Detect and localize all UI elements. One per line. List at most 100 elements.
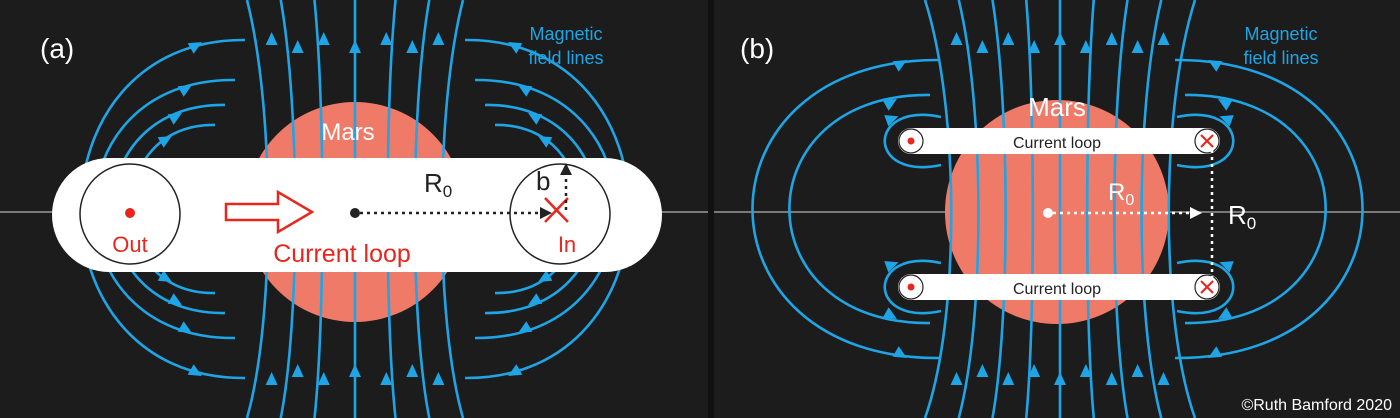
panel-b-field-arrow-icon (1105, 372, 1118, 385)
panel-b-field-arrow-icon (882, 307, 897, 319)
panel-a-field-arrow-icon (406, 364, 419, 377)
panel-a-current-direction-arrow (224, 189, 315, 235)
panel-b-field-arrow-icon (1028, 40, 1041, 53)
panel-b-field-arrow-icon (950, 32, 963, 45)
panel-a-loop-label: Current loop (273, 240, 411, 268)
panel-b-field-line (1176, 113, 1235, 169)
panel-b-field-line (1024, 0, 1035, 418)
panel-b-bottom-out-dot-icon (907, 283, 915, 291)
panel-a-in-cross-icon (544, 197, 569, 223)
panel-a-out-label: Out (112, 232, 147, 257)
panel-a-field-arrow-icon (508, 364, 523, 376)
panel-b-field-line (1174, 58, 1364, 360)
panel-b-field-line (1085, 0, 1096, 418)
panel-b-field-arrow-icon (1054, 32, 1066, 45)
panel-b-legend-line2: field lines (1243, 48, 1318, 68)
panel-a-field-arrow-icon (167, 293, 182, 305)
panel-a-field-arrow-icon (291, 40, 304, 53)
panel-b-field-line (1113, 0, 1129, 418)
panel-a-in-label: In (558, 232, 576, 257)
panel-b-field-arrow-icon (1208, 60, 1223, 72)
panel-b-field-arrow-icon (1157, 32, 1170, 45)
panel-b-center-dot (1043, 208, 1053, 218)
panel-a-legend-line2: field lines (528, 48, 603, 68)
panel-a-field-arrow-icon (538, 270, 553, 282)
panel-a-field-arrow-icon (265, 32, 278, 45)
panel-a-field-arrow-icon (528, 113, 543, 125)
panel-a-field-arrow-icon (157, 136, 172, 148)
panel-b-field-arrow-icon (1157, 372, 1170, 385)
panel-b-field-arrow-icon (1218, 99, 1233, 111)
panel-b-top-out-dot-icon (907, 137, 915, 145)
panel-b-field-arrow-icon (1219, 115, 1234, 127)
panel-b-mars-label: Mars (1028, 92, 1086, 122)
panel-divider (708, 0, 714, 418)
panel-a-r0-label: R0 (424, 168, 452, 201)
credit-text: ©Ruth Bamford 2020 (1241, 397, 1392, 414)
panel-a-field-arrow-icon (432, 32, 445, 45)
panel-a-field-arrow-icon (157, 270, 172, 282)
panel-b-field-line (883, 113, 942, 169)
panel-b-field-arrow-icon (976, 40, 989, 53)
panel-a-field-arrow-icon (317, 32, 330, 45)
panel-b-field-line (1140, 0, 1163, 418)
panel-b-bottom-loop-label: Current loop (1013, 281, 1101, 298)
panel-b-field-line (1184, 93, 1327, 325)
panel-a-field-arrow-icon (349, 364, 361, 377)
panel-b-field-arrow-icon (1002, 372, 1015, 385)
panel-b-field-line (788, 93, 931, 325)
panel-b-field-arrow-icon (1028, 364, 1041, 377)
panel-b-field-arrow-icon (892, 346, 907, 358)
panel-a-label: (a) (40, 33, 74, 64)
panel-a-center-dot (350, 208, 360, 218)
panel-a-field-arrow-icon (187, 364, 202, 376)
panel-a-field-arrow-icon (538, 136, 553, 148)
panel-a-b-arrowhead (560, 163, 572, 175)
panel-a-field-arrow-icon (187, 42, 202, 54)
panel-b-field-arrow-icon (1131, 40, 1144, 53)
panel-a-field-arrow-icon (380, 372, 393, 385)
panel-a-field-arrow-icon (177, 85, 192, 97)
panel-b-field-arrow-icon (882, 99, 897, 111)
panel-a-b-label: b (536, 166, 550, 196)
panel-a-r0-arrowhead (540, 207, 552, 219)
panel-a-field-arrow-icon (518, 85, 533, 97)
panel-b-r0-vertical-label: R0 (1228, 200, 1256, 233)
panel-b-field-arrow-icon (884, 115, 899, 127)
panel-b-field-line (883, 259, 942, 315)
panel-a-field-arrow-icon (432, 372, 445, 385)
panel-a: (a) Magnetic field lines Mars R0 b Out I… (0, 0, 708, 418)
panel-b-field-arrow-icon (1079, 364, 1092, 377)
panel-b: Current loop Current loop (b) Magnetic f… (714, 0, 1400, 418)
panel-a-field-arrow-icon (265, 372, 278, 385)
panel-b-field-arrow-icon (1219, 261, 1234, 273)
panel-b-field-arrow-icon (884, 261, 899, 273)
panel-b-r0-horizontal-label: R0 (1108, 179, 1134, 209)
panel-b-field-arrow-icon (1208, 346, 1223, 358)
panel-b-field-arrow-icon (1002, 32, 1015, 45)
panel-b-bottom-loop (898, 274, 1220, 300)
panel-a-field-arrow-icon (349, 40, 361, 53)
panel-b-bottom-in-cross-icon (1200, 280, 1214, 294)
panel-b-top-loop (898, 128, 1220, 154)
panel-b-field-arrow-icon (892, 60, 907, 72)
panel-b-field-arrow-icon (976, 364, 989, 377)
panel-a-field-arrow-icon (291, 364, 304, 377)
panel-b-r0-horizontal-arrowhead (1190, 207, 1202, 219)
panel-b-field-arrow-icon (1079, 40, 1092, 53)
panel-a-field-arrow-icon (317, 372, 330, 385)
panel-b-field-arrow-icon (1105, 32, 1118, 45)
panel-b-field-arrow-icon (950, 372, 963, 385)
panel-b-top-in-cross-icon (1200, 134, 1214, 148)
panel-a-field-arrow-icon (177, 321, 192, 333)
panel-a-field-arrow-icon (406, 40, 419, 53)
panel-b-top-loop-label: Current loop (1013, 135, 1101, 152)
panel-b-field-lines (751, 0, 1364, 418)
panel-a-out-dot-icon (125, 208, 135, 218)
panel-b-field-arrow-icon (1218, 307, 1233, 319)
panel-b-field-line (1167, 0, 1197, 418)
panel-a-field-arrow-icon (380, 32, 393, 45)
panel-b-mars (945, 100, 1169, 324)
panel-b-field-arrow-icon (1131, 364, 1144, 377)
